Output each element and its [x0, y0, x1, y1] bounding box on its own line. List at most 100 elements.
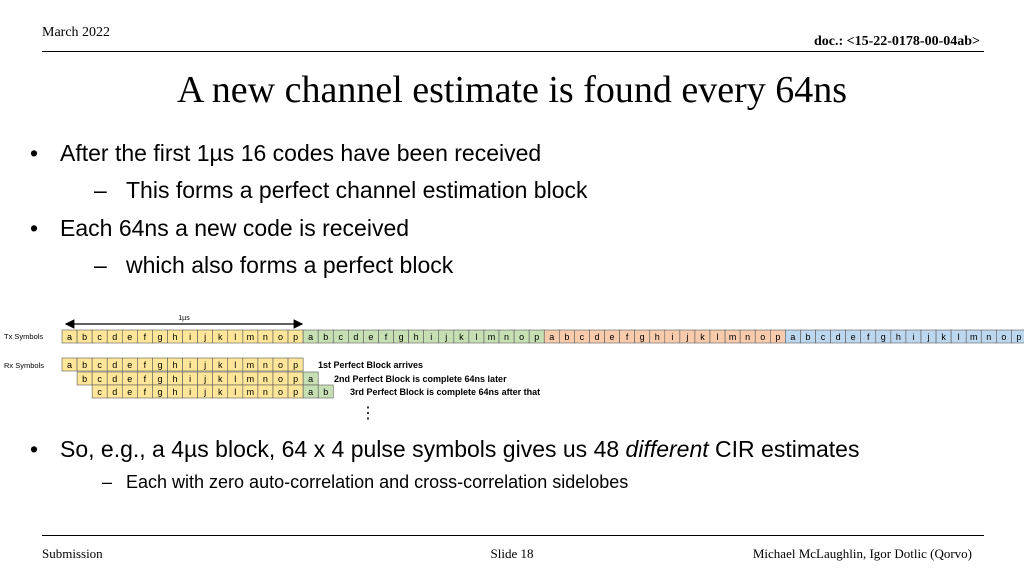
rx-symbol: m: [242, 371, 259, 386]
rx-symbol: f: [137, 371, 153, 386]
svg-text:m: m: [970, 332, 978, 342]
rx-symbol: g: [152, 371, 168, 386]
svg-text:e: e: [127, 374, 132, 384]
footer-right: Michael McLaughlin, Igor Dotlic (Qorvo): [752, 546, 972, 561]
tx-symbol: f: [378, 329, 394, 344]
tx-symbol: k: [935, 329, 952, 344]
svg-text:m: m: [247, 360, 255, 370]
tx-symbol: o: [754, 329, 771, 344]
rx-symbol: e: [121, 371, 138, 386]
tx-symbol: k: [453, 329, 470, 344]
rx-symbol: i: [182, 357, 198, 372]
svg-text:c: c: [580, 332, 585, 342]
tx-symbol: m: [242, 329, 259, 344]
svg-text:c: c: [339, 332, 344, 342]
rx-symbol: c: [91, 371, 108, 386]
tx-symbol: e: [845, 329, 862, 344]
svg-text:f: f: [144, 374, 147, 384]
tx-symbol: g: [393, 329, 409, 344]
tx-symbol: a: [61, 329, 78, 344]
tx-symbol: f: [137, 329, 153, 344]
tx-symbol: g: [875, 329, 892, 344]
tx-symbol: i: [905, 329, 922, 344]
rx-symbol: p: [287, 384, 304, 399]
tx-symbol: d: [348, 329, 364, 344]
svg-text:f: f: [144, 360, 147, 370]
svg-text:b: b: [323, 332, 328, 342]
svg-text:k: k: [941, 332, 946, 342]
tx-symbol: b: [559, 329, 575, 344]
svg-text:p: p: [293, 374, 298, 384]
svg-text:h: h: [414, 332, 419, 342]
tx-symbol: e: [604, 329, 620, 344]
rx-symbol: o: [272, 384, 289, 399]
bullet-3: •So, e.g., a 4µs block, 64 x 4 pulse sym…: [30, 436, 860, 462]
slide-title: A new channel estimate is found every 64…: [176, 69, 848, 111]
rx-symbol: c: [91, 384, 108, 399]
tx-symbol: c: [815, 329, 831, 344]
svg-text:n: n: [745, 332, 750, 342]
svg-text:a: a: [67, 360, 72, 370]
svg-text:c: c: [97, 360, 102, 370]
svg-text:k: k: [459, 332, 464, 342]
rx-symbols-label: Rx Symbols: [4, 361, 44, 370]
tx-symbol: m: [483, 329, 500, 344]
rx-symbol: k: [212, 357, 229, 372]
svg-text:j: j: [203, 332, 206, 342]
svg-text:h: h: [173, 332, 178, 342]
block-note-1: 1st Perfect Block arrives: [318, 360, 423, 370]
svg-text:b: b: [805, 332, 810, 342]
rx-symbol: h: [167, 371, 183, 386]
svg-text:h: h: [173, 374, 178, 384]
rx-symbol: i: [182, 371, 198, 386]
tx-symbol: a: [543, 329, 560, 344]
footer-center: Slide 18: [490, 546, 534, 561]
svg-text:d: d: [353, 332, 358, 342]
svg-text:j: j: [203, 374, 206, 384]
rx-symbol: n: [257, 384, 274, 399]
tx-symbol: m: [724, 329, 741, 344]
svg-text:k: k: [218, 332, 223, 342]
svg-text:g: g: [640, 332, 645, 342]
svg-text:n: n: [263, 387, 268, 397]
span-label: 1µs: [178, 315, 190, 322]
header-date: March 2022: [42, 25, 111, 40]
svg-text:d: d: [836, 332, 841, 342]
svg-text:e: e: [851, 332, 856, 342]
rx-symbol: f: [137, 384, 153, 399]
svg-text:a: a: [790, 332, 795, 342]
tx-symbol: c: [332, 329, 349, 344]
tx-symbol: h: [649, 329, 666, 344]
tx-symbol: e: [121, 329, 138, 344]
tx-symbols-label: Tx Symbols: [4, 332, 43, 341]
svg-text:g: g: [157, 387, 162, 397]
bullet-3-sub: –Each with zero auto-correlation and cro…: [102, 472, 629, 492]
svg-text:k: k: [700, 332, 705, 342]
rx-symbol: p: [287, 371, 304, 386]
svg-text:d: d: [112, 360, 117, 370]
tx-symbol: h: [408, 329, 424, 344]
tx-symbol: o: [513, 329, 530, 344]
rx-symbol: d: [106, 384, 123, 399]
svg-text:e: e: [127, 360, 132, 370]
rx-symbol: k: [212, 384, 229, 399]
svg-text:a: a: [67, 332, 72, 342]
rx-symbol: g: [152, 384, 168, 399]
svg-text:f: f: [144, 332, 147, 342]
svg-text:k: k: [218, 387, 223, 397]
bullet-3-text-b: CIR estimates: [708, 436, 860, 462]
tx-symbol: d: [106, 329, 123, 344]
svg-text:e: e: [127, 332, 132, 342]
svg-text:i: i: [430, 332, 432, 342]
rx-symbol: n: [257, 371, 274, 386]
bullet-3-emphasis: different: [625, 436, 709, 462]
rx-symbol: g: [152, 357, 168, 372]
svg-text:p: p: [293, 360, 298, 370]
svg-text:d: d: [594, 332, 599, 342]
tx-symbol: p: [769, 329, 786, 344]
svg-text:o: o: [760, 332, 765, 342]
svg-text:h: h: [173, 360, 178, 370]
header-rule: [42, 51, 984, 52]
